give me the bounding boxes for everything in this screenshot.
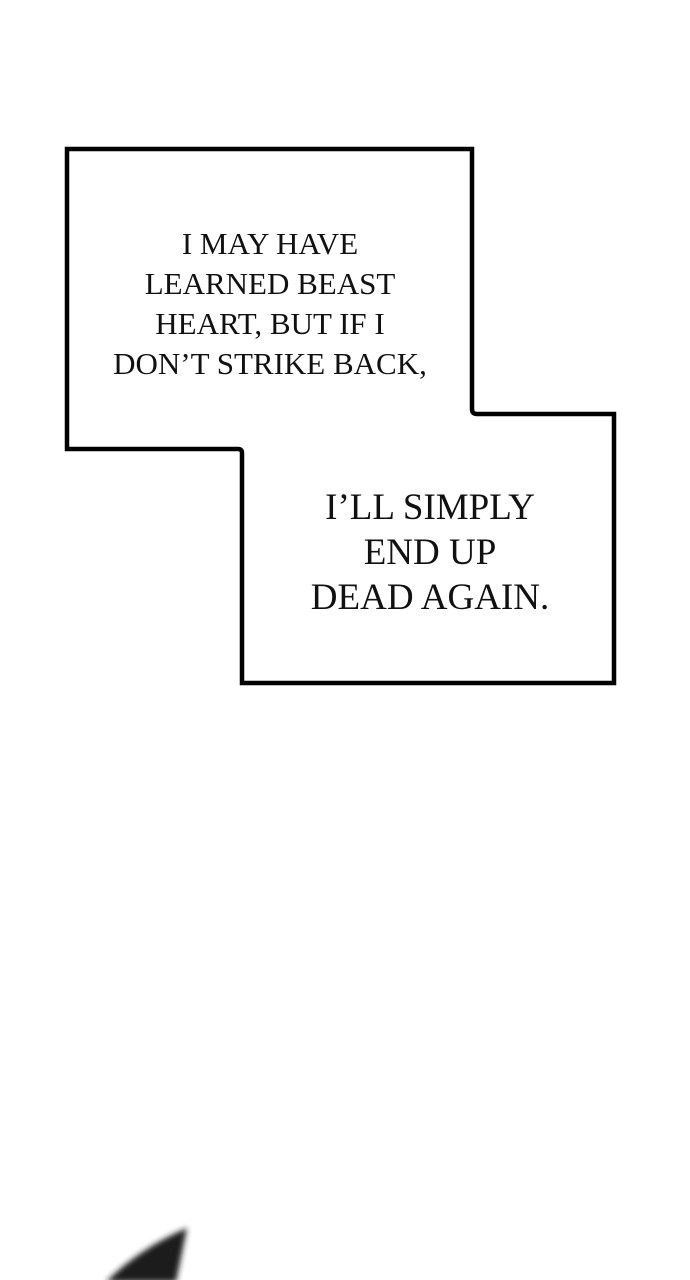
caption-box-2-text: I’LL SIMPLY END UP DEAD AGAIN. xyxy=(245,485,615,620)
caption-box-1-text: I MAY HAVE LEARNED BEAST HEART, BUT IF I… xyxy=(70,224,470,384)
caption-line: END UP xyxy=(363,532,497,573)
caption-line: DON’T STRIKE BACK, xyxy=(113,346,427,381)
caption-line: LEARNED BEAST xyxy=(144,266,396,301)
caption-line: I’LL SIMPLY xyxy=(325,487,535,528)
caption-line: HEART, BUT IF I xyxy=(155,306,385,341)
caption-line: I MAY HAVE xyxy=(181,226,359,261)
caption-line: DEAD AGAIN. xyxy=(310,577,550,618)
